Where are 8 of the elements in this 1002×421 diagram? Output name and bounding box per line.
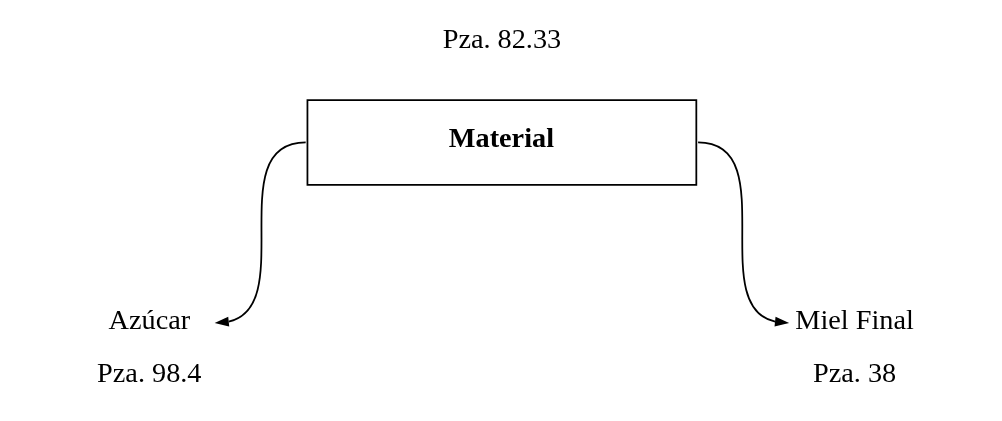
node-label: Pza. 82.33 [442, 23, 562, 55]
arrow [214, 141, 307, 327]
node-box: Material [306, 99, 698, 186]
arrow [697, 141, 790, 327]
node-label: Pza. 98.4 [97, 357, 202, 389]
node-text: Miel Final [795, 304, 914, 336]
node-label: Pza. 38 [812, 357, 897, 389]
node-text: Azúcar [108, 304, 191, 336]
